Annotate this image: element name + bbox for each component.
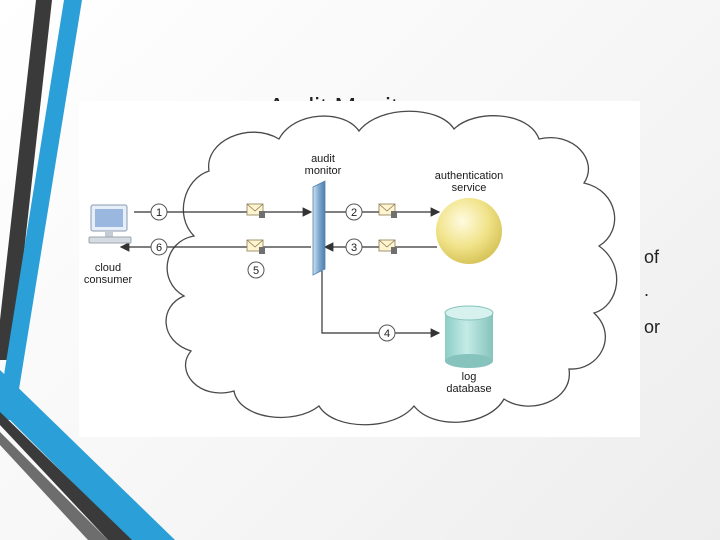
cloud-shape: [166, 111, 617, 425]
authentication-service-label: authentication service: [419, 170, 519, 194]
log-database-label: log database: [439, 371, 499, 395]
step-label-1: 1: [156, 207, 162, 219]
background-text-of: of: [644, 247, 659, 268]
step-label-6: 6: [156, 242, 162, 254]
authentication-service-sphere: [436, 198, 502, 264]
background-text-or: or: [644, 317, 660, 338]
audit-monitor-label: audit monitor: [293, 153, 353, 177]
step-label-5: 5: [253, 265, 259, 277]
step-label-3: 3: [351, 242, 357, 254]
diagram-canvas: 1 2 3 4 5 6: [79, 101, 640, 437]
audit-monitor-bar: [313, 181, 325, 275]
audit-monitor-diagram: 1 2 3 4 5 6 cloud consumer audit monitor…: [79, 101, 640, 437]
cloud-consumer-label: cloud consumer: [81, 262, 135, 286]
step-label-4: 4: [384, 328, 390, 340]
log-database-cylinder: [445, 306, 493, 368]
computer-icon: [89, 205, 131, 243]
step-label-2: 2: [351, 207, 357, 219]
background-text-period: .: [644, 280, 649, 301]
